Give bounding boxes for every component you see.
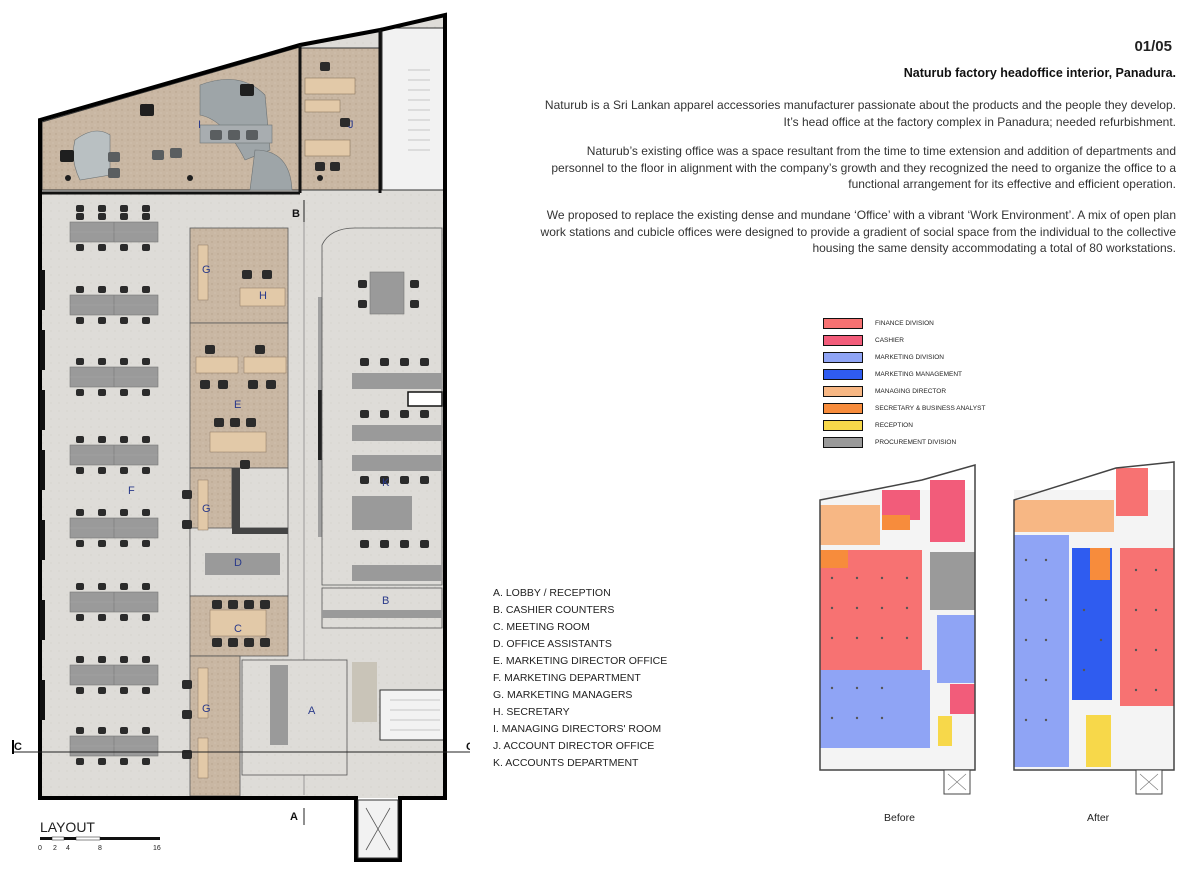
zoning-swatch	[823, 369, 863, 380]
section-mark-a: A	[290, 811, 298, 823]
room-letter-k: K	[382, 477, 390, 489]
scale-bar: 0 2 4 8 16	[38, 836, 161, 852]
room-letter-h: H	[259, 290, 267, 302]
room-letter-e: E	[234, 399, 241, 411]
room-letter-j: J	[348, 119, 354, 131]
section-mark-c-left: C	[14, 741, 22, 753]
zoning-label: FINANCE DIVISION	[875, 320, 934, 327]
zoning-swatch	[823, 318, 863, 329]
zoning-swatch	[823, 420, 863, 431]
room-letter-c: C	[234, 623, 242, 635]
room-letter-a: A	[308, 705, 316, 717]
section-mark-b: B	[292, 208, 300, 220]
zoning-label: MARKETING MANAGEMENT	[875, 371, 963, 378]
scale-tick: 0	[38, 845, 42, 852]
description-paragraph-1: Naturub is a Sri Lankan apparel accessor…	[544, 98, 1176, 129]
before-zoning-plan	[819, 464, 976, 795]
room-legend-item: F. MARKETING DEPARTMENT	[493, 672, 641, 684]
room-letter-i: I	[198, 119, 201, 131]
zoning-swatch	[823, 437, 863, 448]
room-letter-g-3: G	[202, 703, 211, 715]
room-legend-item: K. ACCOUNTS DEPARTMENT	[493, 757, 639, 769]
after-zoning-plan	[1013, 461, 1175, 795]
scale-tick: 2	[53, 845, 57, 852]
room-legend-item: A. LOBBY / RECEPTION	[493, 587, 611, 599]
room-letter-b: B	[382, 595, 389, 607]
description-paragraph-2: Naturub’s existing office was a space re…	[551, 144, 1176, 191]
room-legend-item: E. MARKETING DIRECTOR OFFICE	[493, 655, 668, 667]
project-title: Naturub factory headoffice interior, Pan…	[903, 66, 1176, 80]
room-letter-g: G	[202, 264, 211, 276]
zoning-label: CASHIER	[875, 337, 904, 344]
description-paragraph-3: We proposed to replace the existing dens…	[540, 208, 1176, 255]
room-legend-item: C. MEETING ROOM	[493, 621, 590, 633]
layout-title: LAYOUT	[40, 819, 95, 835]
room-legend-item: D. OFFICE ASSISTANTS	[493, 638, 612, 650]
room-letter-d: D	[234, 557, 242, 569]
room-legend: A. LOBBY / RECEPTION B. CASHIER COUNTERS…	[493, 585, 667, 772]
zoning-swatch	[823, 335, 863, 346]
scale-tick: 4	[66, 845, 70, 852]
zoning-label: SECRETARY & BUSINESS ANALYST	[875, 405, 986, 412]
room-legend-item: B. CASHIER COUNTERS	[493, 604, 615, 616]
zoning-label: MANAGING DIRECTOR	[875, 388, 947, 395]
zoning-label: PROCUREMENT DIVISION	[875, 439, 957, 446]
zoning-label: MARKETING DIVISION	[875, 354, 944, 361]
zoning-label: RECEPTION	[875, 422, 913, 429]
zoning-swatch	[823, 403, 863, 414]
floor-plan: A B C D E F G G G H I J K B A C C LAYOUT…	[12, 12, 470, 862]
room-letter-g-2: G	[202, 503, 211, 515]
after-caption: After	[1087, 812, 1110, 824]
section-mark-c-right: C	[466, 741, 470, 753]
room-legend-item: G. MARKETING MANAGERS	[493, 689, 633, 701]
zoning-swatch	[823, 386, 863, 397]
room-letter-f: F	[128, 485, 135, 497]
room-legend-item: I. MANAGING DIRECTORS' ROOM	[493, 723, 662, 735]
room-legend-item: H. SECRETARY	[493, 706, 570, 718]
before-caption: Before	[884, 812, 915, 824]
scale-tick: 8	[98, 845, 102, 852]
zoning-swatch	[823, 352, 863, 363]
page-number: 01/05	[1134, 38, 1172, 55]
scale-tick: 16	[153, 845, 161, 852]
room-legend-item: J. ACCOUNT DIRECTOR OFFICE	[493, 740, 655, 752]
